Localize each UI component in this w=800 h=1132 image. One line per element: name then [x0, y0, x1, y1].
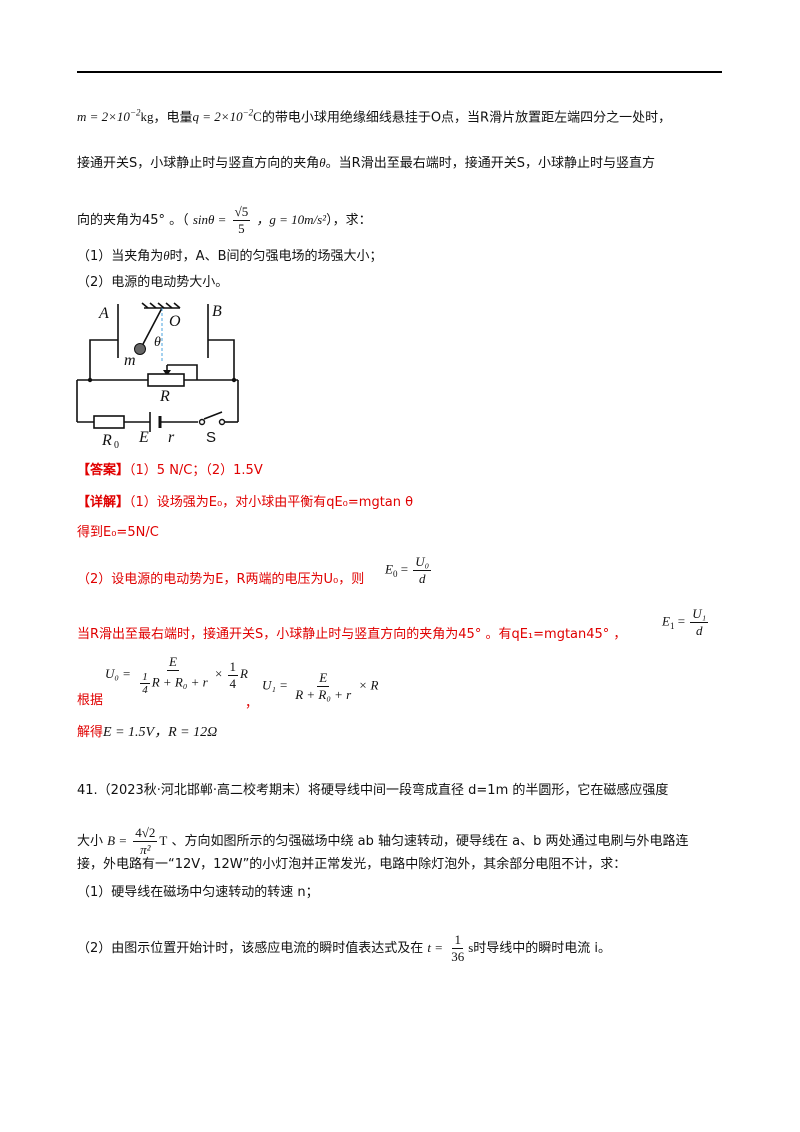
- problem40-line2: 接通开关S，小球静止时与竖直方向的夹角θ。当R滑出至最右端时，接通开关S，小球静…: [77, 155, 655, 171]
- label-S: S: [206, 429, 216, 446]
- thread: [141, 307, 163, 347]
- u-equations-comma: ，: [245, 696, 259, 711]
- label-B: B: [212, 303, 222, 320]
- problem41-question1: （1）硬导线在磁场中匀速转动的转速 n；: [77, 885, 319, 900]
- detail-tag: 【详解】: [77, 495, 130, 510]
- problem40-question1: （1）当夹角为θ时，A、B间的匀强电场的场强大小；: [77, 248, 383, 264]
- slider-arrow: [163, 370, 171, 376]
- label-A: A: [98, 305, 109, 322]
- switch-contact: [218, 418, 226, 426]
- label-R: R: [159, 388, 170, 405]
- problem40-question2: （2）电源的电动势大小。: [77, 275, 229, 290]
- detail-line4: 当R滑出至最右端时，接通开关S，小球静止时与竖直方向的夹角为45° 。有qE₁=…: [77, 627, 627, 642]
- header-rule: [77, 71, 722, 73]
- label-R0: R: [101, 432, 112, 449]
- rheostat-R: [147, 373, 185, 387]
- mass-expression: m = 2×10−2kg: [77, 108, 154, 125]
- answer-line: 【答案】（1）5 N/C；（2）1.5V: [77, 463, 263, 478]
- detail-line1: 【详解】（1）设场强为E₀，对小球由平衡有qE₀=mgtan θ: [77, 495, 414, 510]
- problem41-line3: 接，外电路有一“12V，12W”的小灯泡并正常发光，电路中除灯泡外，其余部分电阻…: [77, 857, 627, 872]
- label-R0-sub: 0: [114, 440, 119, 451]
- label-m: m: [124, 352, 136, 369]
- label-O: O: [169, 313, 181, 330]
- label-E: E: [138, 429, 149, 446]
- charge-expression: q = 2×10−2C: [192, 108, 262, 125]
- detail-line2: 得到E₀=5N/C: [77, 525, 159, 540]
- genju-label: 根据: [77, 693, 104, 708]
- charged-ball: [134, 343, 146, 355]
- detail-line3: （2）设电源的电动势为E，R两端的电压为U₀，则: [77, 572, 365, 587]
- label-theta: θ: [154, 335, 161, 350]
- problem40-line1: m = 2×10−2kg，电量q = 2×10−2C的带电小球用绝缘细线悬挂于O…: [77, 108, 672, 126]
- circuit-diagram: A B O m R R E r 0 θ S: [76, 302, 239, 451]
- label-r: r: [168, 429, 175, 446]
- problem41-line1: 41.（2023秋·河北邯郸·高二校考期末）将硬导线中间一段弯成直径 d=1m …: [77, 783, 669, 798]
- answer-tag: 【答案】: [77, 463, 130, 478]
- resistor-R0: [93, 415, 125, 429]
- detail-result: 解得E = 1.5V，R = 12Ω: [77, 725, 218, 740]
